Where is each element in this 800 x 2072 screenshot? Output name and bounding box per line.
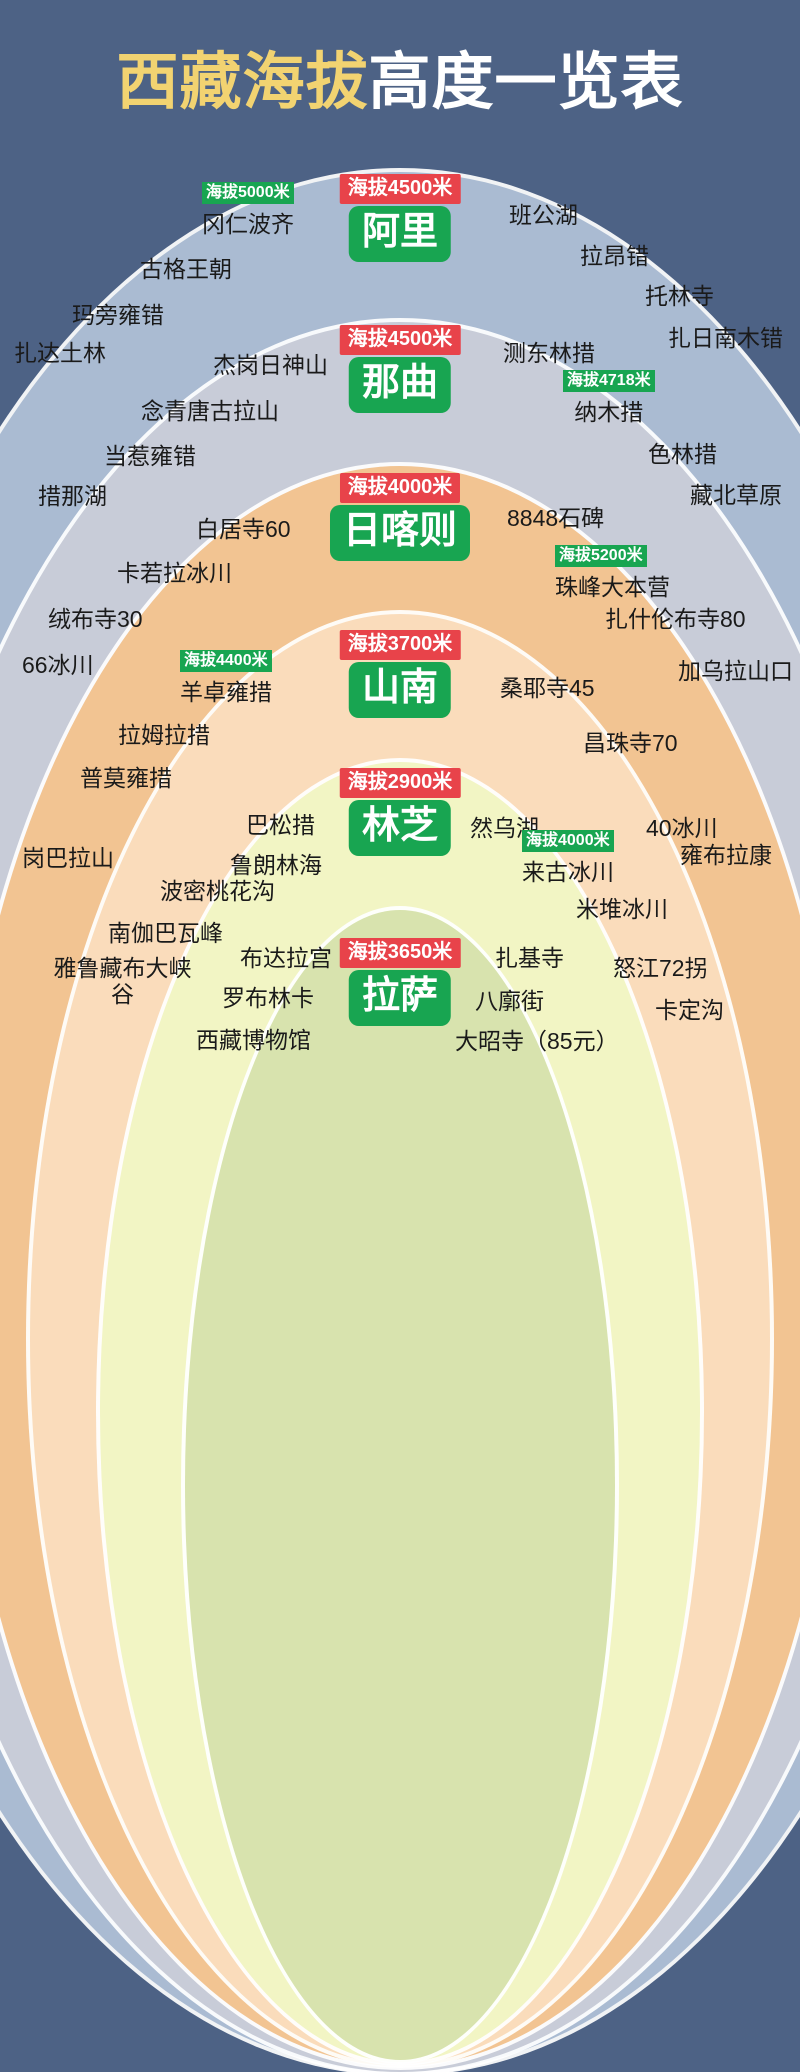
place-label-laangcuo: 拉昂错	[580, 243, 649, 269]
region-altitude: 海拔3650米	[339, 938, 461, 968]
region-badge-shigatse[interactable]: 海拔4000米 日喀则	[329, 473, 471, 561]
place-label-nujiang-72guai: 怒江72拐	[613, 955, 708, 981]
region-badge-shannan[interactable]: 海拔3700米 山南	[339, 630, 461, 718]
place-label-lulang-linhai: 鲁朗林海	[230, 852, 322, 878]
place-label-zhashilunbusi80: 扎什伦布寺80	[605, 606, 746, 632]
place-label: 冈仁波齐	[202, 211, 294, 238]
place-label-layer: 海拔5000米 冈仁波齐 古格王朝 玛旁雍错 扎达土林 班公湖 拉昂错 托林寺 …	[14, 182, 793, 1054]
place-label-changzhusi70: 昌珠寺70	[583, 730, 678, 756]
place-label-jiawula-shankou: 加乌拉山口	[678, 658, 793, 684]
place-label-basongcuo: 巴松措	[246, 812, 315, 838]
altitude-chip: 海拔4000米	[522, 830, 614, 853]
place-label-zhajisi: 扎基寺	[495, 945, 564, 971]
place-label-cedonglincuo: 测东林措	[503, 340, 595, 366]
region-name: 日喀则	[329, 505, 471, 561]
place-label-dangreyongcuo: 当惹雍错	[104, 443, 196, 469]
region-altitude: 海拔4000米	[339, 473, 461, 503]
altitude-chip: 海拔4718米	[563, 370, 655, 393]
place-label-nianqingtanggulashan: 念青唐古拉山	[141, 398, 279, 424]
place-label-karuola-bingchuan: 卡若拉冰川	[117, 560, 232, 586]
place-label-bomi-taohuagou: 波密桃花沟	[160, 878, 275, 904]
highlight-namucuo: 海拔4718米 纳木措	[563, 370, 655, 427]
place-label-guge-wangchao: 古格王朝	[140, 256, 232, 282]
place-label-budalagong: 布达拉宫	[240, 945, 332, 971]
title-part-2: 高度一览表	[368, 47, 684, 117]
place-label-40-bingchuan: 40冰川	[646, 815, 718, 841]
place-label-zhada-tulin: 扎达土林	[14, 340, 106, 366]
highlight-zhufeng-dabenying: 海拔5200米 珠峰大本营	[555, 545, 670, 602]
region-altitude: 海拔4500米	[339, 174, 461, 204]
region-badge-lhasa[interactable]: 海拔3650米 拉萨	[339, 938, 461, 1026]
altitude-chip: 海拔5000米	[202, 182, 294, 205]
place-label: 羊卓雍措	[180, 679, 272, 706]
region-badge-nyingchi[interactable]: 海拔2900米 林芝	[339, 768, 461, 856]
place-label: 来古冰川	[522, 859, 614, 886]
place-label-midui-bingchuan: 米堆冰川	[576, 896, 668, 922]
place-label-66-bingchuan: 66冰川	[22, 652, 94, 678]
region-badge-naqu[interactable]: 海拔4500米 那曲	[339, 325, 461, 413]
place-label-mapangyongcuo: 玛旁雍错	[72, 302, 164, 328]
region-name: 山南	[348, 662, 451, 718]
highlight-yangzhuoyongcuo: 海拔4400米 羊卓雍措	[180, 650, 272, 707]
place-label-bakuojie: 八廓街	[475, 988, 544, 1014]
region-name: 那曲	[348, 357, 451, 413]
place-label-pumoyongcuo: 普莫雍措	[80, 765, 172, 791]
region-altitude: 海拔3700米	[339, 630, 461, 660]
place-label-gangbalashan: 岗巴拉山	[22, 845, 114, 871]
highlight-laigu-bingchuan: 海拔4000米 来古冰川	[522, 830, 614, 887]
place-label-nanjiabawafeng: 南伽巴瓦峰	[108, 920, 223, 946]
place-label-lamulacuo: 拉姆拉措	[118, 722, 210, 748]
region-name: 阿里	[348, 206, 451, 262]
place-label-zharinanmucuo: 扎日南木错	[668, 325, 783, 351]
highlight-gangrenboqi: 海拔5000米 冈仁波齐	[202, 182, 294, 239]
place-label-zangbei-caoyuan: 藏北草原	[690, 482, 782, 508]
place-label-xizang-bowuguan: 西藏博物馆	[196, 1027, 311, 1053]
place-label-rongbusi30: 绒布寺30	[48, 606, 143, 632]
place-label-dazhaosi: 大昭寺（85元）	[455, 1028, 619, 1054]
place-label-luobulinka: 罗布林卡	[222, 985, 314, 1011]
place-label-kadinggou: 卡定沟	[655, 997, 724, 1023]
band-arc-lhasa	[185, 910, 615, 2060]
place-label-cuonahu: 措那湖	[38, 483, 107, 509]
place-label-selincuo: 色林措	[648, 441, 717, 467]
region-altitude: 海拔4500米	[339, 325, 461, 355]
title-text: 西藏海拔高度一览表	[116, 51, 683, 114]
place-label-jiegangri-shenshan: 杰岗日神山	[213, 352, 328, 378]
place-label-tolinsi: 托林寺	[645, 283, 714, 309]
place-label: 珠峰大本营	[555, 574, 670, 601]
title-part-1: 西藏海拔	[116, 47, 369, 117]
altitude-chip: 海拔4400米	[180, 650, 272, 673]
region-name: 林芝	[348, 800, 451, 856]
region-altitude: 海拔2900米	[339, 768, 461, 798]
region-name: 拉萨	[348, 970, 451, 1026]
altitude-chip: 海拔5200米	[555, 545, 647, 568]
place-label-yaluzangbu-daxiagu: 雅鲁藏布大峡谷	[53, 955, 192, 1008]
place-label-baijusi60: 白居寺60	[196, 516, 291, 542]
page-title: 西藏海拔高度一览表	[0, 0, 800, 165]
place-label-sangyesi45: 桑耶寺45	[500, 675, 595, 701]
place-label-bangonghu: 班公湖	[509, 202, 578, 228]
place-label: 纳木措	[574, 399, 644, 426]
region-badge-ali[interactable]: 海拔4500米 阿里	[339, 174, 461, 262]
place-label-8848-shibei: 8848石碑	[507, 505, 605, 531]
place-label-yongbulakang: 雍布拉康	[680, 842, 772, 868]
